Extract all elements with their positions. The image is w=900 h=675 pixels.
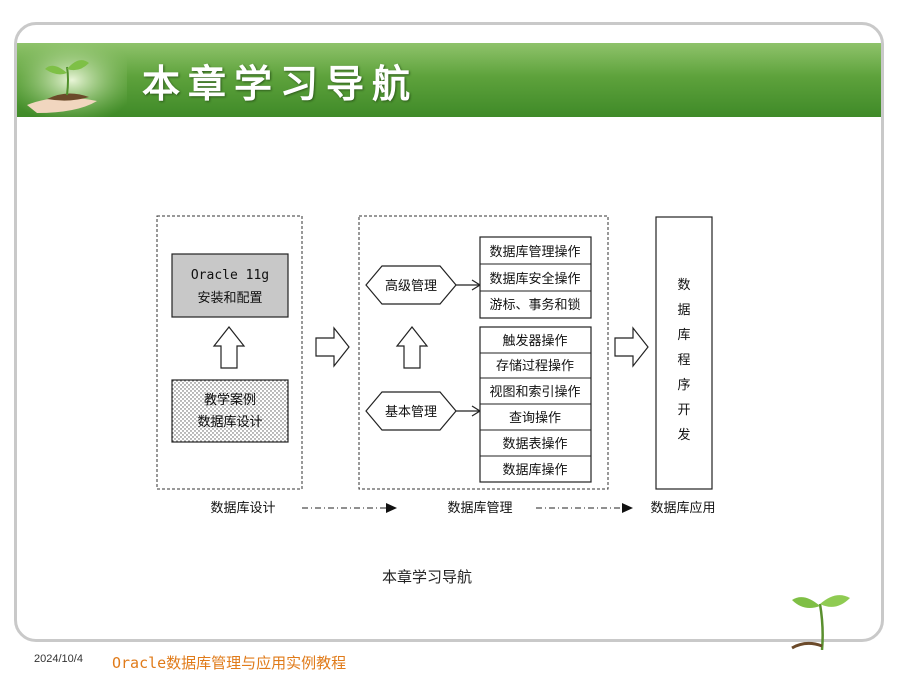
application-char: 序 [677,378,690,393]
up-arrow-icon [212,326,246,369]
teaching-case-line2: 数据库设计 [197,414,262,430]
up-arrow-icon-2 [395,326,429,369]
advanced-connector-icon [456,279,482,291]
basic-management-label: 基本管理 [385,405,437,420]
footer-date: 2024/10/4 [34,653,83,665]
advanced-item: 数据库管理操作 [489,244,580,260]
management-section-label: 数据库管理 [447,500,512,516]
slide-title: 本章学习导航 [142,62,419,106]
design-section-label: 数据库设计 [210,500,275,516]
slide-frame: 本章学习导航 [14,22,884,642]
basic-item: 查询操作 [509,410,561,426]
advanced-management-label: 高级管理 [385,278,437,294]
oracle-install-box [171,253,289,318]
right-arrow-icon [315,326,350,368]
application-box [655,216,713,490]
flow-arrow-icon-2 [536,503,633,513]
diagram-caption: 本章学习导航 [382,568,473,586]
sprout-hand-icon [17,43,127,117]
basic-connector-icon [456,405,482,417]
advanced-item: 数据库安全操作 [489,271,580,287]
basic-item: 触发器操作 [502,333,567,349]
basic-item: 存储过程操作 [496,358,574,374]
advanced-items-list [479,236,592,319]
application-char: 据 [677,303,690,318]
advanced-item: 游标、事务和锁 [489,297,580,313]
right-arrow-icon-2 [614,326,649,368]
application-char: 发 [677,427,690,443]
design-section-frame [156,215,303,490]
application-char: 程 [677,353,690,368]
management-section-frame [358,215,609,490]
basic-item: 视图和索引操作 [489,384,580,400]
application-char: 数 [677,278,690,293]
flow-arrow-icon [302,503,397,513]
application-section-label: 数据库应用 [650,500,715,516]
oracle-install-line1: Oracle 11g [191,268,269,283]
basic-item: 数据库操作 [502,462,567,478]
title-banner: 本章学习导航 [17,43,881,117]
teaching-case-line1: 教学案例 [204,392,256,408]
seedling-icon [791,595,850,650]
footer-course-title: Oracle数据库管理与应用实例教程 [112,654,347,672]
application-char: 库 [677,327,690,343]
application-char: 开 [677,403,690,418]
oracle-install-line2: 安装和配置 [197,291,262,306]
basic-item: 数据表操作 [502,436,567,452]
teaching-case-box [171,379,289,443]
